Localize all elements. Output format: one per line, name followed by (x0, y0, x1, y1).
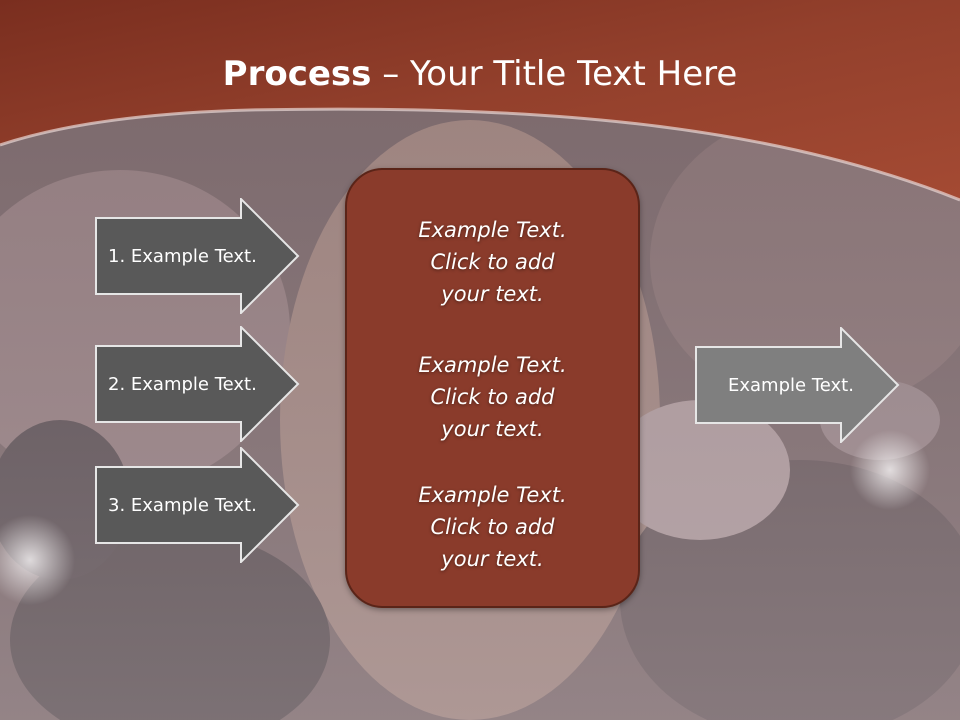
panel-text-block-1: Example Text. Click to add your text. (418, 218, 567, 306)
slide-title[interactable]: Process – Your Title Text Here (0, 52, 960, 96)
arrow-right-icon (95, 326, 300, 442)
right-arrow[interactable]: Example Text. (695, 327, 900, 443)
left-arrow-2-label: 2. Example Text. (108, 373, 257, 395)
title-dash: – (371, 54, 411, 94)
arrow-right-icon (95, 198, 300, 314)
left-arrow-3[interactable]: 3. Example Text. (95, 447, 300, 563)
right-arrow-label: Example Text. (728, 374, 854, 396)
left-arrow-2[interactable]: 2. Example Text. (95, 326, 300, 442)
title-rest: Your Title Text Here (410, 54, 738, 94)
center-text-panel[interactable]: Example Text. Click to add your text. Ex… (345, 168, 640, 608)
arrow-right-icon (695, 327, 900, 443)
left-arrow-1[interactable]: 1. Example Text. (95, 198, 300, 314)
left-arrow-1-label: 1. Example Text. (108, 245, 257, 267)
arrow-right-icon (95, 447, 300, 563)
panel-text-block-3: Example Text. Click to add your text. (418, 483, 567, 571)
left-arrow-3-label: 3. Example Text. (108, 494, 257, 516)
title-bold: Process (222, 54, 372, 94)
panel-text-block-2: Example Text. Click to add your text. (418, 353, 567, 441)
